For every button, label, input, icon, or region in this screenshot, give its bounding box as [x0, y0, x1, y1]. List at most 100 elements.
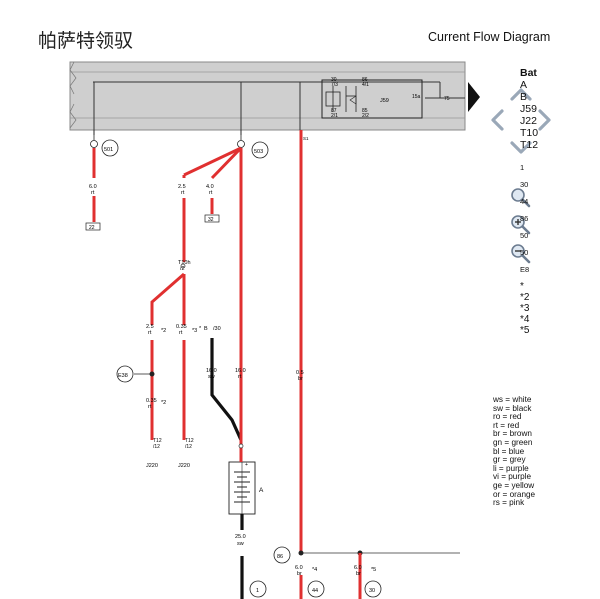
ground-marker-501: 501: [101, 139, 119, 157]
relay-J59: [321, 79, 423, 119]
svg-text:2.5: 2.5: [178, 184, 186, 190]
svg-text:/12: /12: [153, 444, 160, 450]
pan-down-button[interactable]: [508, 138, 534, 158]
svg-text:4.0: 4.0: [206, 184, 214, 190]
svg-text:*5: *5: [371, 567, 376, 573]
color-code: bl = blue: [493, 446, 525, 456]
color-code: ws = white: [493, 395, 532, 404]
svg-text:1: 1: [256, 588, 259, 594]
magnifier-icon: [511, 188, 531, 208]
svg-text:rt: rt: [91, 190, 95, 196]
color-code: ge = yellow: [493, 480, 535, 490]
zoom-in-icon: [511, 215, 531, 235]
color-code: rs = pink: [493, 498, 525, 508]
legend-item: J22: [520, 115, 537, 127]
battery-A: A +: [228, 461, 264, 515]
svg-text:87: 87: [331, 108, 337, 114]
panel-pointer: [468, 82, 480, 112]
legend-sub-item: 86: [520, 214, 529, 223]
svg-text:br: br: [298, 376, 303, 382]
zoom-in-button[interactable]: [510, 214, 532, 236]
page-title: 帕萨特领驭: [38, 30, 134, 52]
svg-text:44: 44: [312, 588, 318, 594]
svg-text:32: 32: [208, 217, 214, 223]
svg-text:J59: J59: [380, 98, 389, 104]
svg-text:br: br: [356, 571, 361, 577]
color-code: rt = red: [493, 420, 520, 430]
legend-note: *3: [520, 303, 530, 314]
legend-sub-item: 30: [520, 180, 529, 189]
color-code: br = brown: [493, 429, 532, 439]
svg-text:2/1: 2/1: [331, 113, 338, 119]
svg-text:86: 86: [277, 554, 283, 560]
magnifier-button[interactable]: [510, 187, 532, 209]
svg-text:25.0: 25.0: [235, 534, 246, 540]
svg-text:E38: E38: [118, 373, 128, 379]
color-code: gr = grey: [493, 455, 526, 465]
legend-item: A: [520, 79, 528, 91]
svg-text:*2: *2: [161, 400, 166, 406]
svg-text:rt: rt: [238, 374, 242, 380]
svg-text:sw: sw: [237, 541, 244, 547]
legend-sub-item: 1: [520, 163, 525, 172]
svg-text:/12: /12: [185, 444, 192, 450]
legend-note: *2: [520, 292, 530, 303]
svg-text:503: 503: [254, 149, 263, 155]
legend-item: T12: [520, 139, 539, 151]
svg-text:/30: /30: [213, 326, 221, 332]
component-legend: Bat A B J59 J22 T10 T12 1 30 44 86 50 50…: [520, 67, 538, 336]
svg-text:/2: /2: [180, 266, 185, 272]
svg-text:30: 30: [369, 588, 375, 594]
arrow-up-icon: [510, 88, 532, 101]
svg-text:15a: 15a: [412, 94, 421, 100]
pan-right-button[interactable]: [532, 109, 558, 131]
svg-text:rt: rt: [148, 404, 152, 410]
diagram-type-label: Current Flow Diagram: [428, 30, 551, 44]
svg-text:0.35: 0.35: [176, 324, 187, 330]
zoom-out-icon: [511, 244, 531, 264]
pan-up-button[interactable]: [508, 84, 534, 104]
svg-text:*: *: [199, 326, 202, 332]
svg-text:*4: *4: [312, 567, 317, 573]
svg-text:*2: *2: [161, 328, 166, 334]
legend-sub-item: 50: [520, 231, 529, 240]
wire-16-0-sw[interactable]: [210, 338, 243, 441]
ground-marker-E38: E38: [116, 365, 134, 383]
svg-text:T12: T12: [153, 438, 162, 444]
svg-text:T10h: T10h: [178, 260, 191, 266]
arrow-left-icon: [491, 109, 504, 131]
svg-text:6.0: 6.0: [89, 184, 97, 190]
svg-text:6.0: 6.0: [354, 565, 362, 571]
color-code: or = orange: [493, 489, 536, 499]
ground-marker-30: 30: [364, 580, 382, 598]
svg-text:*3: *3: [192, 328, 197, 334]
svg-text:7/3: 7/3: [331, 82, 338, 88]
svg-text:T12: T12: [185, 438, 194, 444]
legend-heading: Bat: [520, 67, 537, 79]
legend-note: *5: [520, 325, 530, 336]
svg-text:22: 22: [89, 225, 95, 231]
svg-text:rt: rt: [209, 190, 213, 196]
svg-text:0.35: 0.35: [146, 398, 157, 404]
legend-note: *: [520, 281, 524, 292]
svg-text:16.0: 16.0: [235, 368, 246, 374]
svg-text:85: 85: [362, 108, 368, 114]
legend-item: B: [520, 91, 528, 103]
svg-text:J220: J220: [178, 463, 190, 469]
legend-sub-item: 44: [520, 197, 529, 206]
svg-text:B: B: [204, 326, 208, 332]
color-code: sw = black: [493, 403, 532, 413]
svg-text:sw: sw: [208, 374, 215, 380]
ground-marker-44: 44: [307, 580, 325, 598]
svg-text:0.5: 0.5: [296, 370, 304, 376]
legend-sub-item: 50: [520, 248, 529, 257]
legend-sub-item: E8: [520, 265, 530, 274]
relay-panel: [69, 61, 466, 131]
ground-marker-1: 1: [249, 580, 267, 598]
wire-color-legend: ws = white sw = black ro = red rt = red …: [493, 395, 536, 508]
zoom-out-button[interactable]: [510, 243, 532, 265]
svg-text:rt: rt: [181, 190, 185, 196]
svg-text:J220: J220: [146, 463, 158, 469]
pan-left-button[interactable]: [484, 109, 510, 131]
